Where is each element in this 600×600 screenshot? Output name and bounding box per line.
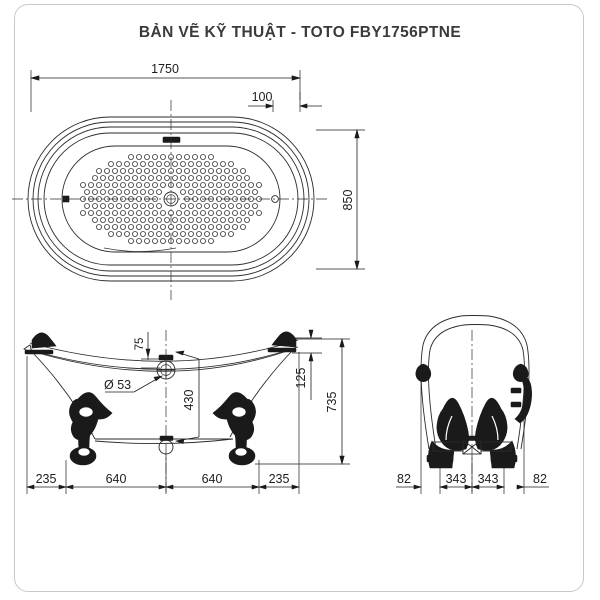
dim-label-82-right: 82 [533, 472, 547, 486]
dimension-top-offset: 100 [248, 90, 322, 112]
dim-label-75: 75 [134, 338, 146, 351]
dimension-front-drain-diameter: Ø 53 [104, 375, 164, 393]
front-view-left-foot [69, 392, 113, 466]
top-view-overflow-fitting [162, 136, 181, 143]
dimension-front-overflow-height: 75 [134, 332, 160, 369]
side-view-drain-brace [432, 435, 512, 455]
side-view: 82 343 343 82 [396, 315, 549, 494]
dim-label-1750: 1750 [151, 62, 179, 76]
dimension-top-depth: 850 [316, 128, 365, 271]
top-view-centerlines [12, 100, 330, 300]
dim-label-640-left: 640 [106, 472, 127, 486]
dim-label-343-left: 343 [446, 472, 467, 486]
dim-label-343-right: 343 [478, 472, 499, 486]
dim-label-82-left: 82 [397, 472, 411, 486]
side-view-right-foot [475, 397, 518, 469]
page-title: BẢN VẼ KỸ THUẬT - TOTO FBY1756PTNE [138, 24, 462, 41]
dim-label-430: 430 [182, 390, 196, 411]
top-view-jet-pattern [80, 154, 262, 244]
dim-label-diameter-53: Ø 53 [104, 378, 131, 392]
dimension-side-bottom-chain: 82 343 343 82 [396, 372, 549, 494]
dim-label-735: 735 [325, 392, 339, 413]
top-view: 1750 100 850 [12, 62, 365, 300]
dimension-front-inner-depth: 430 [174, 350, 200, 444]
front-view: 75 Ø 53 430 [23, 329, 350, 494]
front-view-rim-caps [24, 331, 297, 355]
dimension-top-width: 1750 [29, 62, 302, 112]
dim-label-235-right: 235 [269, 472, 290, 486]
dimension-front-bottom-chain: 235 640 640 235 [25, 352, 301, 494]
dim-label-640-right: 640 [202, 472, 223, 486]
side-view-rim-caps [415, 363, 532, 424]
dim-label-850: 850 [341, 190, 355, 211]
dim-label-125: 125 [294, 368, 308, 389]
dim-label-235-left: 235 [36, 472, 57, 486]
dim-label-100: 100 [252, 90, 273, 104]
dimension-front-total-height: 735 [255, 337, 350, 466]
dimension-front-rim-offset: 125 [292, 329, 322, 400]
front-view-right-foot [212, 392, 256, 466]
side-view-tub-shell [420, 315, 530, 450]
